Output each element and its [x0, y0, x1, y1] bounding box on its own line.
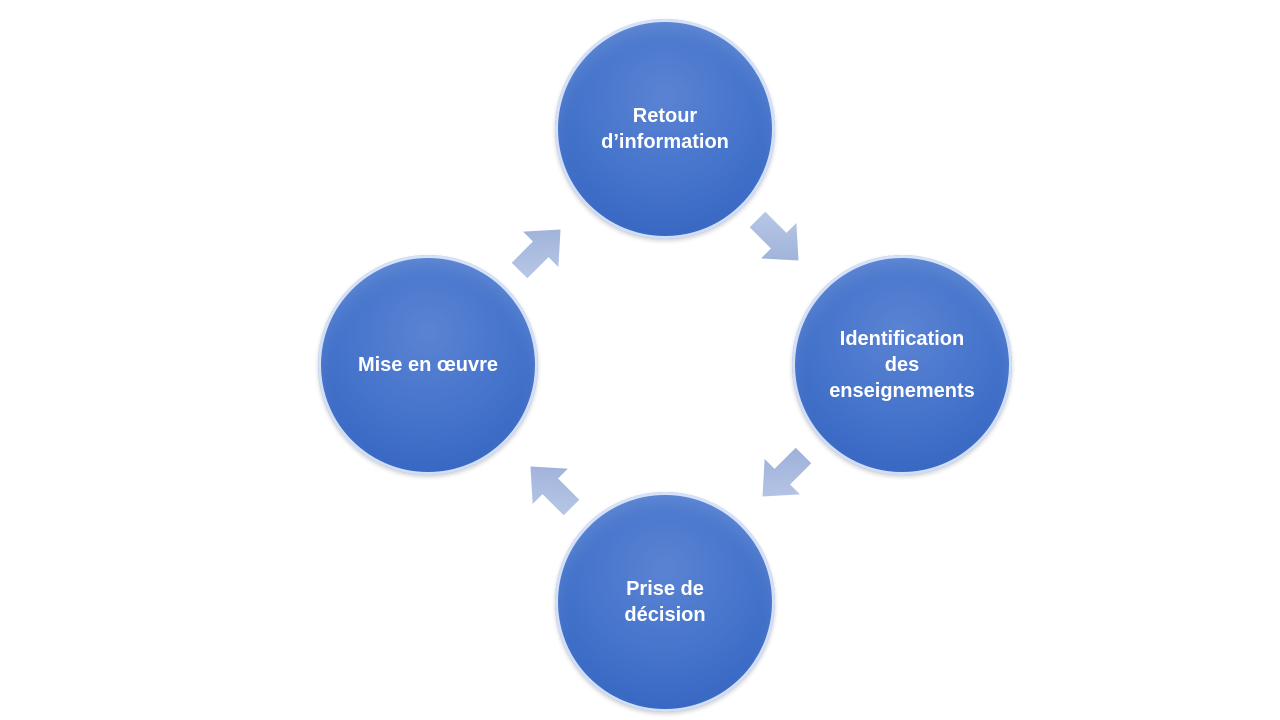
node-mise-en-oeuvre: Mise en œuvre — [318, 255, 538, 475]
arrow-up-right-icon — [511, 229, 561, 279]
node-retour-information: Retour d’information — [555, 19, 775, 239]
node-label: Identification des enseignements — [829, 328, 975, 402]
node-prise-de-decision: Prise de décision — [555, 492, 775, 712]
arrow-top-to-right — [743, 205, 813, 275]
node-label: Prise de décision — [624, 578, 706, 626]
node-label: Mise en œuvre — [357, 354, 499, 376]
arrow-right-to-bottom — [748, 441, 818, 511]
arrow-up-left-icon — [530, 466, 580, 516]
node-label: Retour d’information — [601, 105, 729, 153]
node-identification-enseignements: Identification des enseignements — [792, 255, 1012, 475]
arrow-bottom-to-left — [516, 452, 586, 522]
arrow-left-to-top — [505, 215, 575, 285]
arrow-down-right-icon — [749, 211, 799, 261]
arrow-down-left-icon — [762, 447, 812, 497]
